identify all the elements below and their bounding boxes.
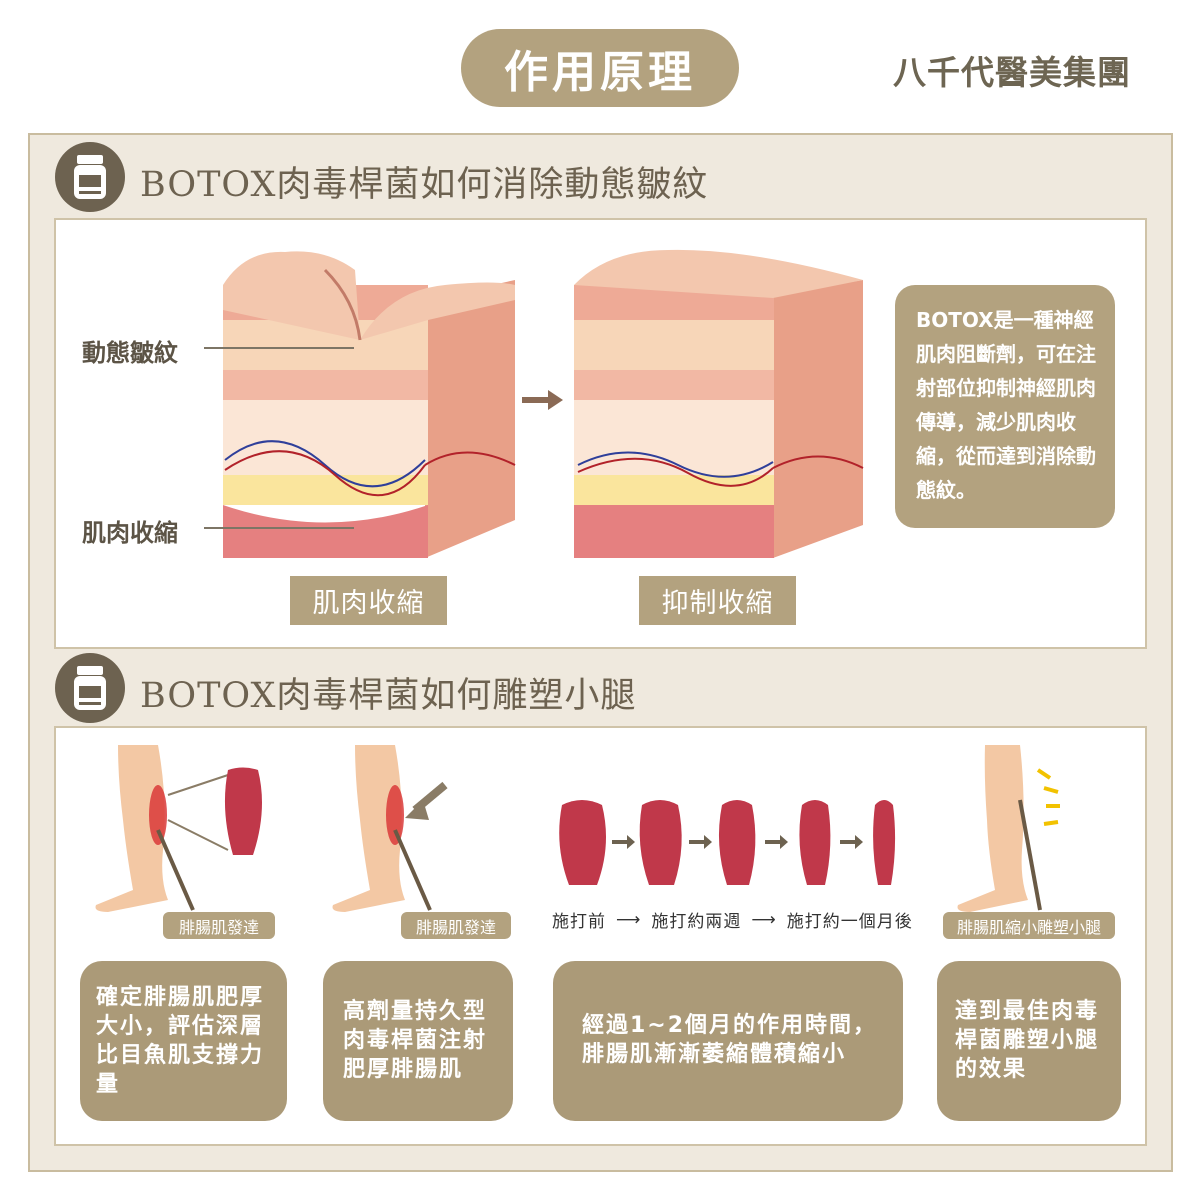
brand-name: 八千代醫美集團	[893, 53, 1131, 92]
step-inject: 高劑量持久型肉毒桿菌注射肥厚腓腸肌	[323, 961, 513, 1121]
botox-vial-icon	[55, 653, 125, 723]
step-atrophy-line1: 經過1~2個月的作用時間，	[582, 1013, 878, 1038]
timeline-one-month: 施打約一個月後	[786, 912, 913, 932]
botox-description: BOTOX是一種神經肌肉阻斷劑，可在注射部位抑制神經肌肉傳導，減少肌肉收縮，從而…	[895, 285, 1115, 528]
step-assess: 確定腓腸肌肥厚大小，評估深層比目魚肌支撐力量	[80, 961, 287, 1121]
arrow-right-icon	[522, 390, 563, 410]
calf-muscle-progression	[559, 800, 896, 885]
tag-muscle-contraction: 肌肉收縮	[290, 576, 447, 625]
step-atrophy: 經過1~2個月的作用時間， 腓腸肌漸漸萎縮體積縮小	[553, 961, 903, 1121]
arrow-right-icon: ⟶	[616, 909, 642, 930]
tag-inhibit-contraction: 抑制收縮	[639, 576, 796, 625]
skin-relaxed-illustration	[574, 249, 864, 558]
slim-leg-illustration	[957, 745, 1060, 912]
step-result: 達到最佳肉毒桿菌雕塑小腿的效果	[937, 961, 1121, 1121]
treatment-timeline: 施打前 ⟶ 施打約兩週 ⟶ 施打約一個月後	[552, 907, 913, 933]
timeline-before: 施打前	[552, 912, 606, 932]
timeline-two-weeks: 施打約兩週	[651, 912, 742, 932]
step-atrophy-line2: 腓腸肌漸漸萎縮體積縮小	[582, 1042, 847, 1067]
leg-illustration	[332, 745, 448, 912]
tag-developed-calf: 腓腸肌發達	[401, 912, 511, 939]
tag-calf-sculpted: 腓腸肌縮小雕塑小腿	[943, 912, 1115, 939]
section-title-calf: BOTOX肉毒桿菌如何雕塑小腿	[140, 676, 637, 716]
label-muscle-contraction: 肌肉收縮	[82, 519, 178, 547]
label-dynamic-wrinkle: 動態皺紋	[82, 339, 178, 367]
tag-developed-calf: 腓腸肌發達	[163, 912, 275, 939]
arrow-right-icon: ⟶	[751, 909, 777, 930]
leader-line	[204, 347, 354, 349]
skin-contracted-illustration	[223, 251, 516, 558]
leg-illustration	[95, 745, 262, 912]
leader-line	[204, 527, 354, 529]
page-title: 作用原理	[461, 29, 739, 107]
section-title-wrinkles: BOTOX肉毒桿菌如何消除動態皺紋	[140, 165, 709, 205]
botox-vial-icon	[55, 142, 125, 212]
